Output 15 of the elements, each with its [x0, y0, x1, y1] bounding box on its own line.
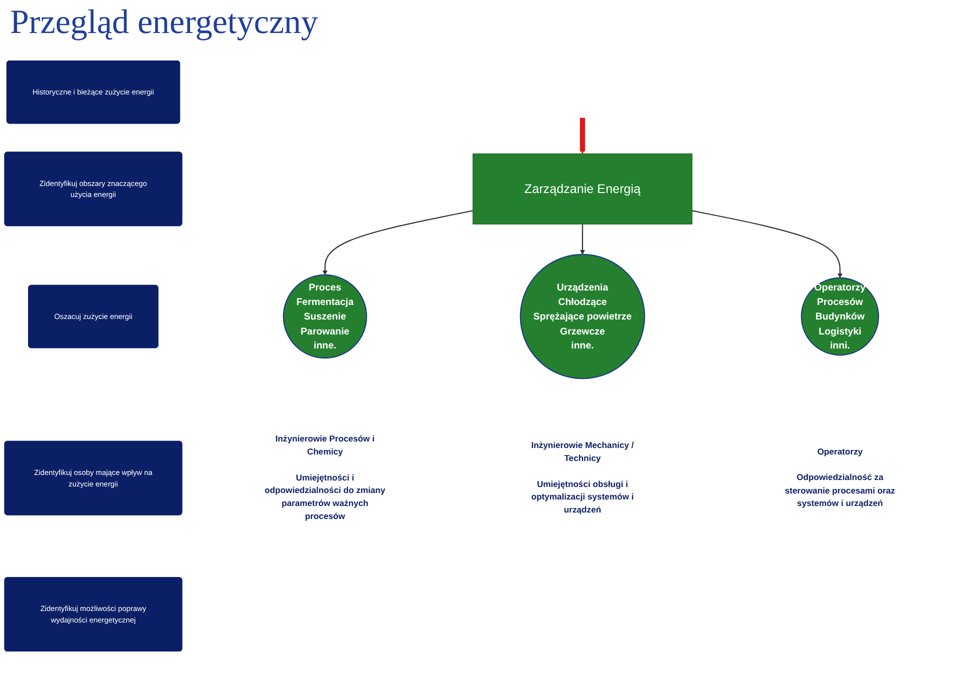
node-circle: Operatorzy Procesów Budynków Logistyki inni. [800, 277, 880, 356]
node-label: Inżynierowie Procesów i Chemicy [275, 434, 375, 457]
node-circle: Proces Fermentacja Suszenie Parowanie inne. [282, 274, 368, 359]
arrow [692, 210, 842, 278]
node-label: Odpowiedzialność za sterowanie procesami oraz systemów i urządzeń [784, 472, 896, 508]
node-label: Umiejętności i odpowiedzialności do zmiany parametrów ważnych procesów [264, 472, 386, 522]
arrow [580, 118, 586, 154]
node-label: Umiejętności obsługi i optymalizacji systemów i urządzeń [531, 479, 634, 515]
arrow [322, 210, 474, 276]
node-label: Operatorzy [817, 446, 863, 457]
node-label: Inżynierowie Mechanicy / Technicy [531, 440, 634, 464]
arrow [580, 224, 586, 255]
node-box: Zarządzanie Energią [472, 153, 692, 224]
node-circle: Urządzenia Chłodzące Sprężające powietrze Grzewcze inne. [520, 254, 646, 380]
page-title: Przegląd energetyczny [10, 4, 320, 42]
